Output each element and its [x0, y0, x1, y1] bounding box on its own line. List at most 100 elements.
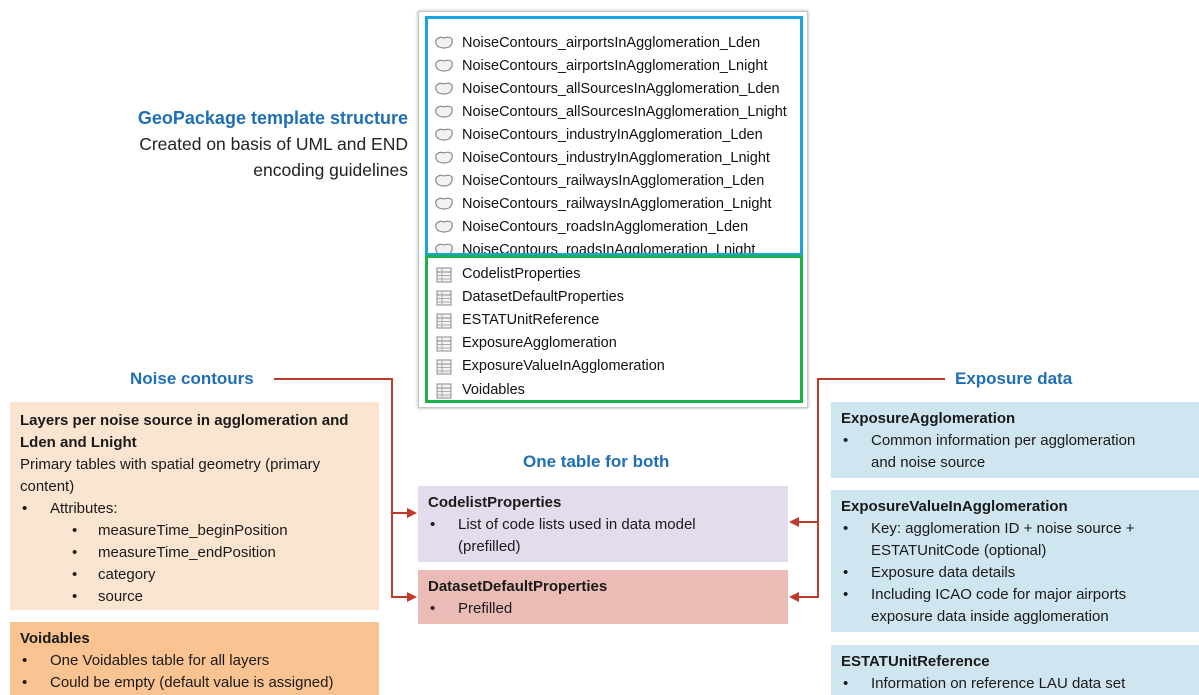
diagram-title: GeoPackage template structure — [137, 108, 408, 128]
polygon-layer-icon — [434, 243, 454, 253]
arrow-noise-to-dataset — [391, 513, 417, 602]
layer-panel — [418, 11, 808, 408]
codelist-title: CodelistProperties — [428, 494, 562, 511]
exposure-val-b3-line1: Including ICAO code for major airports — [871, 586, 1127, 603]
polygon-layer-icon — [434, 197, 454, 211]
exposure-val-b1-line1: Key: agglomeration ID + noise source + — [871, 520, 1135, 537]
attribute-table-list: CodelistProperties DatasetDefaultPropert… — [434, 262, 665, 401]
noise-contours-heading: Noise contours — [130, 369, 254, 388]
dataset-title: DatasetDefaultProperties — [428, 578, 608, 595]
table-item[interactable]: CodelistProperties — [434, 262, 665, 285]
table-name: ESTATUnitReference — [462, 311, 600, 328]
exposure-val-b3-line2: exposure data inside agglomeration — [871, 608, 1109, 625]
polygon-layer-icon — [434, 220, 454, 234]
estat-title: ESTATUnitReference — [841, 653, 990, 670]
exposure-agg-list: Common information per agglomeration and … — [841, 430, 1189, 474]
noise-box-title-line1: Layers per noise source in agglomeration… — [20, 412, 349, 429]
noise-contour-layer-list: NoiseContours_airportsInAgglomeration_Ld… — [434, 31, 787, 256]
exposure-val-bullet: Exposure data details — [841, 562, 1189, 584]
estat-unit-reference-box: ESTATUnitReference Information on refere… — [831, 645, 1199, 695]
table-name: Voidables — [462, 381, 525, 398]
noise-attributes-sublist: measureTime_beginPosition measureTime_en… — [20, 520, 369, 608]
layer-item[interactable]: NoiseContours_airportsInAgglomeration_Ld… — [434, 31, 787, 54]
layer-name: NoiseContours_allSourcesInAgglomeration_… — [462, 103, 787, 120]
attribute-item: measureTime_endPosition — [20, 542, 369, 564]
one-table-heading: One table for both — [523, 452, 670, 471]
layer-item[interactable]: NoiseContours_roadsInAgglomeration_Lden — [434, 215, 787, 238]
noise-box-title-line2: Lden and Lnight — [20, 434, 137, 451]
table-item[interactable]: Voidables — [434, 378, 665, 401]
layer-name: NoiseContours_industryInAgglomeration_Ln… — [462, 149, 770, 166]
layer-item[interactable]: NoiseContours_railwaysInAgglomeration_Ln… — [434, 192, 787, 215]
polygon-layer-icon — [434, 151, 454, 165]
attributes-label: Attributes: — [20, 498, 369, 520]
table-name: DatasetDefaultProperties — [462, 288, 624, 305]
layer-name: NoiseContours_allSourcesInAgglomeration_… — [462, 80, 780, 97]
table-icon — [434, 383, 454, 399]
exposure-agg-bullet: Common information per agglomeration and … — [841, 430, 1189, 474]
polygon-layer-icon — [434, 128, 454, 142]
exposure-agg-bullet-line1: Common information per agglomeration — [871, 432, 1136, 449]
voidables-title: Voidables — [20, 630, 90, 647]
estat-list: Information on reference LAU data set — [841, 673, 1189, 695]
codelist-properties-box: CodelistProperties List of code lists us… — [418, 486, 788, 562]
table-icon — [434, 267, 454, 283]
voidables-bullet: Could be empty (default value is assigne… — [20, 672, 369, 694]
noise-contour-layers-group: NoiseContours_airportsInAgglomeration_Ld… — [425, 16, 803, 256]
codelist-bullet-line1: List of code lists used in data model — [458, 516, 696, 533]
attribute-item: category — [20, 564, 369, 586]
noise-box-text-line1: Primary tables with spatial geometry (pr… — [20, 456, 321, 473]
exposure-agg-bullet-line2: and noise source — [871, 454, 986, 471]
layer-item[interactable]: NoiseContours_roadsInAgglomeration_Lnigh… — [434, 238, 787, 256]
noise-attributes-list: Attributes: — [20, 498, 369, 520]
exposure-val-bullet: Including ICAO code for major airports ex… — [841, 584, 1189, 628]
dataset-bullet: Prefilled — [428, 598, 778, 620]
layer-item[interactable]: NoiseContours_railwaysInAgglomeration_Ld… — [434, 169, 787, 192]
layer-name: NoiseContours_railwaysInAgglomeration_Ld… — [462, 172, 765, 189]
table-icon — [434, 290, 454, 306]
voidables-box: Voidables One Voidables table for all la… — [10, 622, 379, 695]
table-item[interactable]: DatasetDefaultProperties — [434, 285, 665, 308]
layer-item[interactable]: NoiseContours_allSourcesInAgglomeration_… — [434, 100, 787, 123]
diagram-subtitle-line2: encoding guidelines — [253, 160, 408, 180]
codelist-list: List of code lists used in data model(pr… — [428, 514, 778, 558]
arrow-noise-to-codelist — [274, 378, 417, 518]
exposure-data-heading: Exposure data — [955, 369, 1073, 388]
exposure-val-title: ExposureValueInAgglomeration — [841, 498, 1068, 515]
layer-item[interactable]: NoiseContours_industryInAgglomeration_Ln… — [434, 146, 787, 169]
table-icon — [434, 336, 454, 352]
table-item[interactable]: ExposureValueInAgglomeration — [434, 355, 665, 378]
voidables-bullet: One Voidables table for all layers — [20, 650, 369, 672]
arrow-exposure-to-dataset — [789, 522, 819, 602]
noise-box-text-line2: content) — [20, 478, 75, 495]
table-item[interactable]: ESTATUnitReference — [434, 308, 665, 331]
table-name: ExposureValueInAgglomeration — [462, 358, 665, 375]
polygon-layer-icon — [434, 174, 454, 188]
estat-bullet: Information on reference LAU data set — [841, 673, 1189, 695]
layer-item[interactable]: NoiseContours_industryInAgglomeration_Ld… — [434, 123, 787, 146]
dataset-default-properties-box: DatasetDefaultProperties Prefilled — [418, 570, 788, 624]
polygon-layer-icon — [434, 105, 454, 119]
layer-name: NoiseContours_roadsInAgglomeration_Lnigh… — [462, 241, 756, 256]
layer-name: NoiseContours_airportsInAgglomeration_Ln… — [462, 57, 768, 74]
layer-item[interactable]: NoiseContours_allSourcesInAgglomeration_… — [434, 77, 787, 100]
noise-layers-box: Layers per noise source in agglomeration… — [10, 402, 379, 610]
exposure-val-b1-line2: ESTATUnitCode (optional) — [871, 542, 1047, 559]
exposure-agg-title: ExposureAgglomeration — [841, 410, 1016, 427]
layer-name: NoiseContours_railwaysInAgglomeration_Ln… — [462, 195, 772, 212]
table-icon — [434, 359, 454, 375]
layer-item[interactable]: NoiseContours_airportsInAgglomeration_Ln… — [434, 54, 787, 77]
title-block: GeoPackage template structure Created on… — [60, 105, 408, 183]
table-name: CodelistProperties — [462, 265, 581, 282]
table-item[interactable]: ExposureAgglomeration — [434, 332, 665, 355]
layer-name: NoiseContours_roadsInAgglomeration_Lden — [462, 218, 749, 235]
attribute-item: source — [20, 586, 369, 608]
polygon-layer-icon — [434, 36, 454, 50]
exposure-agglomeration-box: ExposureAgglomeration Common information… — [831, 402, 1199, 478]
dataset-list: Prefilled — [428, 598, 778, 620]
exposure-value-box: ExposureValueInAgglomeration Key: agglom… — [831, 490, 1199, 632]
polygon-layer-icon — [434, 59, 454, 73]
attribute-item: measureTime_beginPosition — [20, 520, 369, 542]
table-name: ExposureAgglomeration — [462, 335, 617, 352]
